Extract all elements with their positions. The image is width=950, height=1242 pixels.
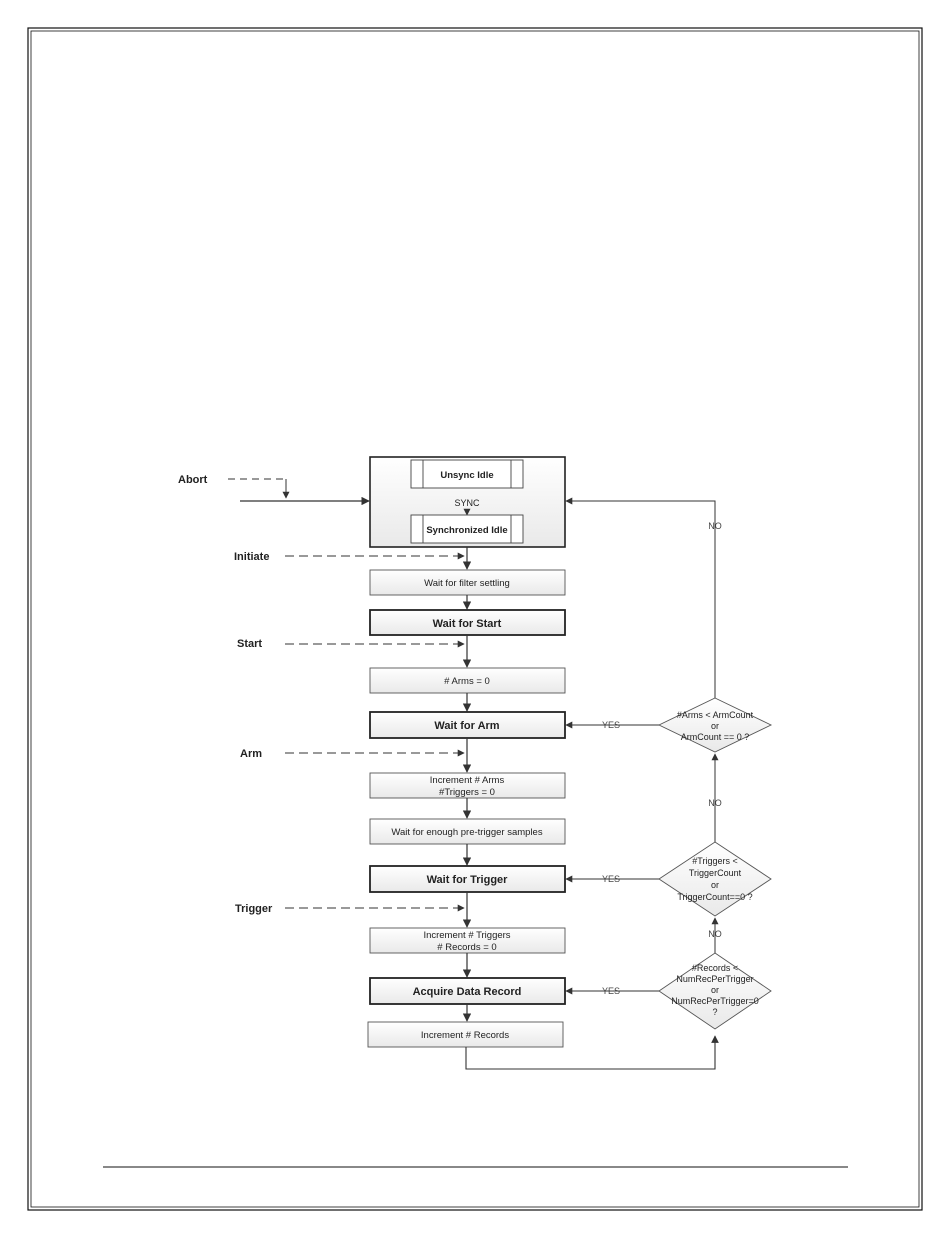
wait-filter-label: Wait for filter settling [424,578,510,589]
triggers-decision-line-4: TriggerCount==0 ? [677,892,752,902]
records-decision-line-2: NumRecPerTrigger [676,974,753,984]
arms-no-label: NO [708,521,722,531]
arms-decision-line-1: #Arms < ArmCount [677,710,754,720]
sync-label: SYNC [454,498,480,508]
arms-zero-label: # Arms = 0 [444,676,490,687]
wait-trigger-label: Wait for Trigger [427,874,509,886]
triggers-decision-node [658,841,772,917]
wait-trigger-node [369,865,566,893]
trigger-signal-label: Trigger [235,903,273,915]
abort-signal-label: Abort [178,474,208,486]
arms-decision-line-2: or [711,721,719,731]
triggers-decision-line-3: or [711,880,719,890]
wait-arm-label: Wait for Arm [434,720,499,732]
inc-arms-node [369,772,566,799]
wait-pretrigger-node [369,818,566,845]
inc-arms-line-1: Increment # Arms [430,775,505,786]
inc-records-label: Increment # Records [421,1030,509,1041]
acquire-label: Acquire Data Record [413,986,522,998]
records-no-label: NO [708,929,722,939]
page-border-inner [30,30,920,1208]
wait-start-label: Wait for Start [433,618,502,630]
acquire-node [369,977,566,1005]
records-decision-node [658,952,772,1030]
inc-triggers-node [369,927,566,954]
arm-signal-label: Arm [240,748,262,760]
unsync-idle-node: Unsync Idle [410,459,524,489]
initiate-signal-label: Initiate [234,551,269,563]
inc-records-node [367,1021,564,1048]
triggers-no-label: NO [708,798,722,808]
inc-triggers-line-1: Increment # Triggers [423,930,510,941]
records-decision-line-5: ? [712,1007,717,1017]
arms-yes-label: YES [602,720,620,730]
start-signal-label: Start [237,638,262,650]
synchronized-idle-node: Synchronized Idle [410,514,524,544]
records-decision-line-1: #Records < [692,963,738,973]
triggers-yes-label: YES [602,874,620,884]
unsync-idle-label: Unsync Idle [440,470,493,481]
records-decision-line-4: NumRecPerTrigger=0 [671,996,758,1006]
inc-arms-line-2: #Triggers = 0 [439,787,495,798]
arms-decision-line-3: ArmCount == 0 ? [681,732,750,742]
arms-zero-node [369,667,566,694]
triggers-decision-line-1: #Triggers < [692,856,737,866]
wait-start-node [369,609,566,636]
loop-records-to-decision [465,1035,719,1070]
arms-no-arrow [565,497,716,698]
wait-pretrigger-label: Wait for enough pre-trigger samples [391,827,542,838]
records-yes-label: YES [602,986,620,996]
arms-decision-node [657,697,773,753]
synchronized-idle-label: Synchronized Idle [426,525,507,536]
inc-triggers-line-2: # Records = 0 [437,942,496,953]
records-decision-line-3: or [711,985,719,995]
triggers-decision-line-2: TriggerCount [689,868,742,878]
page-border-outer [27,27,923,1211]
